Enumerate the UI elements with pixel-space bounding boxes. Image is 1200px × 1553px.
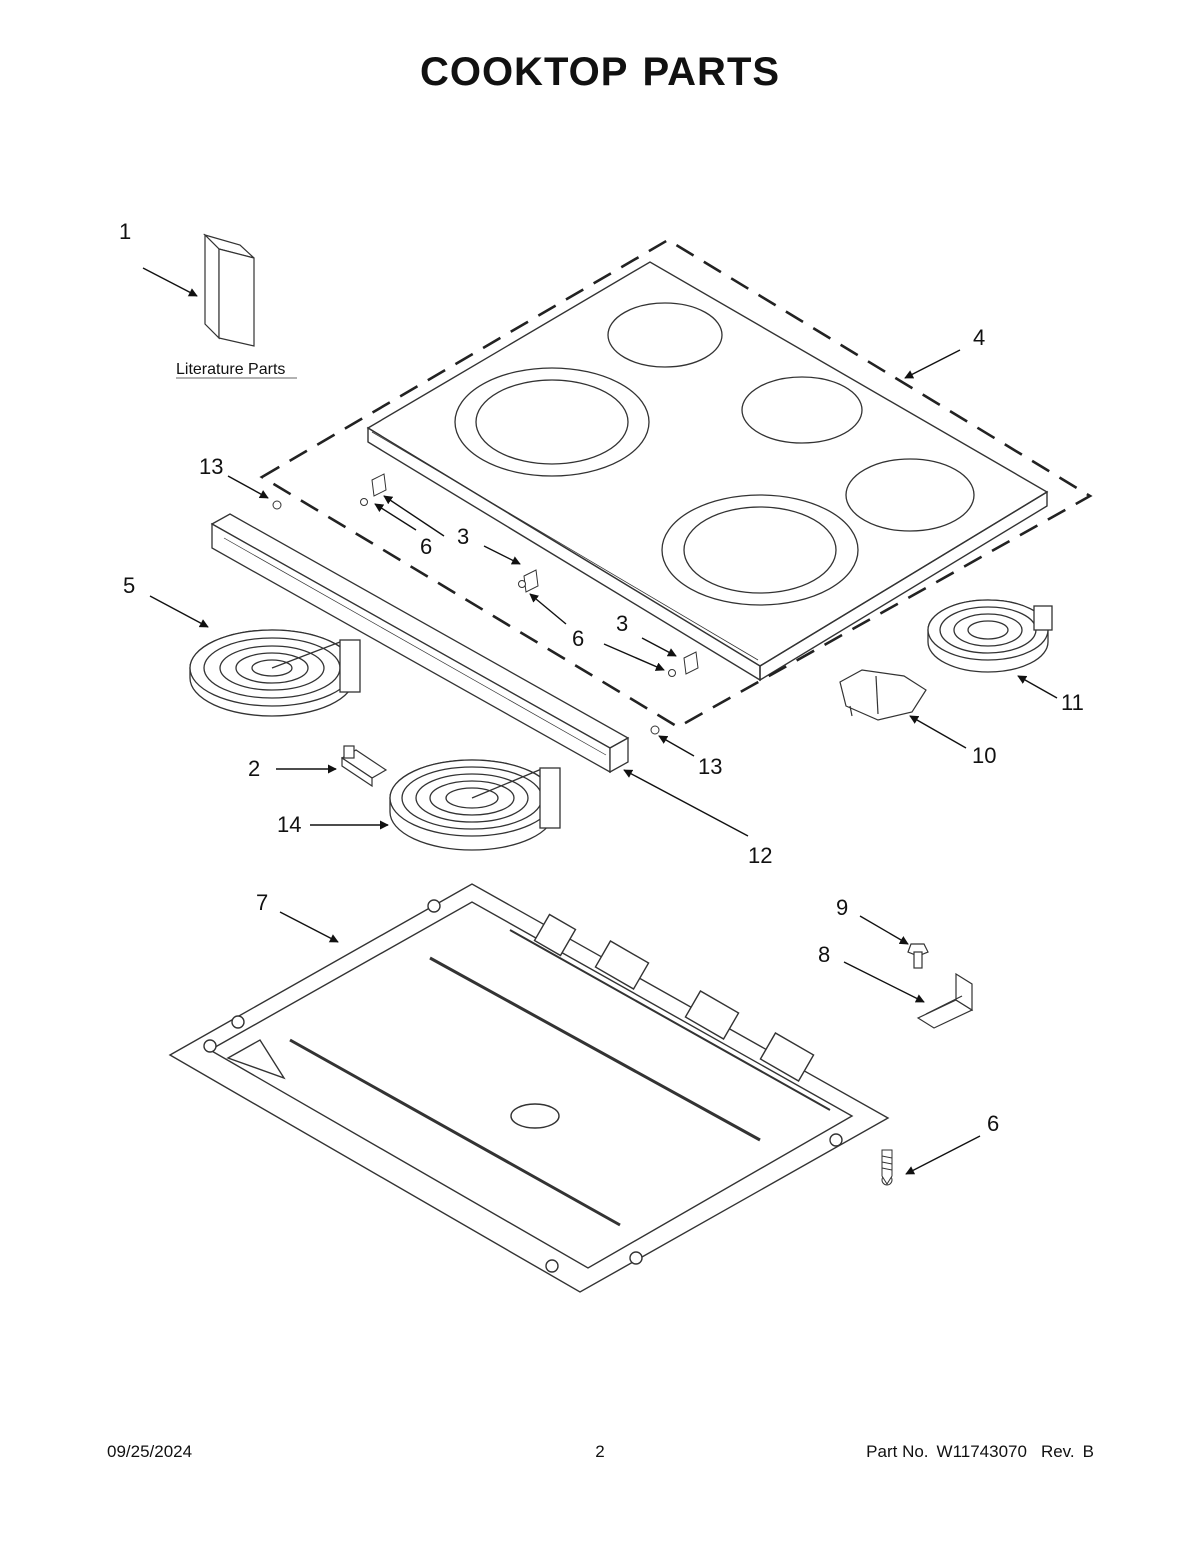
assembly-dashed-outline (259, 238, 1093, 729)
part-13-screws[interactable] (272, 500, 660, 735)
title-word-1: COOKTOP (419, 50, 629, 94)
callout-10: 10 (972, 743, 996, 768)
callout-1: 1 (119, 219, 131, 244)
callout-5: 5 (123, 573, 135, 598)
part-14-radiant-element[interactable] (389, 759, 561, 851)
callout-4: 4 (973, 325, 985, 350)
footer-part-number: Part No. W11743070 Rev. B (858, 1442, 1094, 1462)
rev-value: B (1082, 1442, 1094, 1461)
part-no-value: W11743070 (936, 1442, 1027, 1461)
callout-6-top: 6 (420, 534, 432, 559)
page-title: COOKTOP PARTS (0, 50, 1200, 95)
callout-3-bottom: 3 (616, 611, 628, 636)
callout-8: 8 (818, 942, 830, 967)
part-8-bracket[interactable] (916, 972, 974, 1029)
part-4-cooktop-glass[interactable] (366, 261, 1049, 682)
part-12-trim-bar[interactable] (210, 513, 630, 774)
title-word-2: PARTS (642, 50, 781, 94)
part-5-radiant-element[interactable] (189, 629, 361, 717)
part-10-plate[interactable] (839, 669, 927, 721)
callout-6-middle: 6 (572, 626, 584, 651)
callout-14: 14 (277, 812, 301, 837)
part-7-base-pan[interactable] (168, 883, 890, 1293)
callout-3-top: 3 (457, 524, 469, 549)
callout-11: 11 (1061, 690, 1084, 715)
part-no-label: Part No. (866, 1442, 929, 1461)
callout-7: 7 (256, 890, 268, 915)
rev-label: Rev. (1040, 1442, 1075, 1461)
part-3-bracket-a[interactable] (371, 473, 699, 675)
cooktop-burner-rings (454, 302, 975, 606)
callout-numbers: 1 4 13 6 3 5 6 3 11 10 13 2 14 12 7 9 8 … (119, 219, 1084, 1136)
part-9-screw[interactable] (907, 943, 929, 969)
callout-13-bottom: 13 (698, 754, 722, 779)
footer-date: 09/25/2024 (107, 1442, 193, 1461)
callout-13-top: 13 (199, 454, 223, 479)
part-2-clip[interactable] (340, 745, 388, 788)
footer-page-number: 2 (595, 1442, 605, 1461)
literature-parts-label: Literature Parts (176, 361, 285, 378)
callout-12: 12 (748, 843, 772, 868)
callout-2: 2 (248, 756, 260, 781)
leader-arrows (142, 267, 1058, 1175)
part-6-screws[interactable] (360, 498, 893, 1186)
callout-6-bottom: 6 (987, 1111, 999, 1136)
part-1-literature[interactable] (202, 233, 255, 347)
part-11-radiant-element[interactable] (927, 599, 1053, 673)
callout-9: 9 (836, 895, 848, 920)
